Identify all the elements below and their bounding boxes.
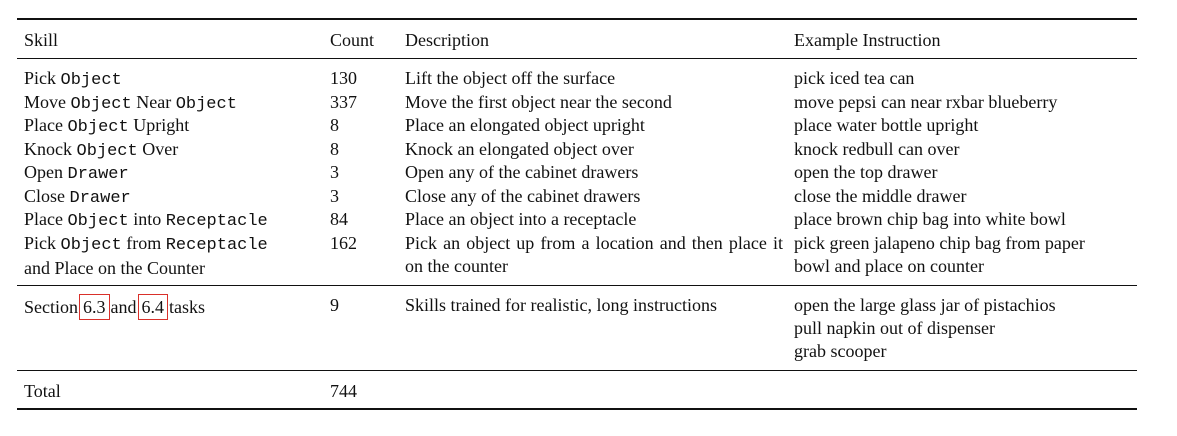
skill-text: Pick xyxy=(24,233,61,253)
description-cell: Place an object into a receptacle xyxy=(405,209,637,229)
top-rule xyxy=(17,18,1137,20)
skill-cell: Open Drawer xyxy=(24,161,129,186)
example-line-2: bowl and place on counter xyxy=(794,256,984,276)
count-cell: 337 xyxy=(330,91,357,112)
description-cell: Place an elongated object upright xyxy=(405,115,645,135)
example-cell: place brown chip bag into white bowl xyxy=(794,209,1066,229)
example-cell: pick green jalapeno chip bag from paper … xyxy=(794,232,1085,278)
skill-cell: Move Object Near Object xyxy=(24,91,237,116)
total-rule xyxy=(17,370,1137,371)
section-example-2: pull napkin out of dispenser xyxy=(794,318,995,338)
skill-cell: Place Object into Receptacle xyxy=(24,208,268,233)
skill-name-line-2: and Place on the Counter xyxy=(24,258,205,278)
header-skill: Skill xyxy=(24,30,59,50)
header-example-instruction: Example Instruction xyxy=(794,30,941,50)
example-cell: pick iced tea can xyxy=(794,68,915,88)
description-cell: Open any of the cabinet drawers xyxy=(405,162,639,182)
count-cell: 130 xyxy=(330,68,357,88)
header-description: Description xyxy=(405,30,489,50)
skill-cell: Knock Object Over xyxy=(24,138,178,163)
bottom-rule xyxy=(17,408,1137,410)
section-suffix: tasks xyxy=(169,297,205,317)
example-cell: knock redbull can over xyxy=(794,138,960,159)
code-token: Object xyxy=(60,236,122,255)
skill-text: Over xyxy=(137,138,179,159)
example-cell: open the top drawer xyxy=(794,162,938,182)
section-example-3: grab scooper xyxy=(794,341,887,361)
code-token: Object xyxy=(175,94,237,114)
count-cell: 8 xyxy=(330,138,339,159)
code-token: Object xyxy=(67,118,129,137)
code-token: Receptacle xyxy=(165,236,268,255)
skill-text: Near xyxy=(131,91,176,112)
code-token: Object xyxy=(70,94,132,114)
count-cell: 3 xyxy=(330,162,339,182)
section-description: Skills trained for realistic, long instr… xyxy=(405,295,717,315)
section-example-1: open the large glass jar of pistachios xyxy=(794,295,1056,315)
skill-text: from xyxy=(121,233,166,253)
code-token: Object xyxy=(60,71,122,90)
section-prefix: Section xyxy=(24,297,78,317)
count-cell: 3 xyxy=(330,185,339,206)
example-cell: place water bottle upright xyxy=(794,115,979,135)
example-cell: move pepsi can near rxbar blueberry xyxy=(794,91,1058,112)
code-token: Object xyxy=(67,212,129,231)
skill-text: Upright xyxy=(128,115,190,135)
total-count: 744 xyxy=(330,381,357,401)
count-cell: 8 xyxy=(330,115,339,135)
example-cell: close the middle drawer xyxy=(794,185,967,206)
skill-text: Place xyxy=(24,209,68,229)
section-ref-link-2[interactable]: 6.4 xyxy=(137,294,168,320)
section-and: and xyxy=(110,297,137,317)
description-cell: Move the first object near the second xyxy=(405,91,672,112)
section-ref-link-1[interactable]: 6.3 xyxy=(79,294,110,320)
skill-text: Knock xyxy=(24,138,77,159)
skill-text: into xyxy=(128,209,166,229)
description-cell: Knock an elongated object over xyxy=(405,138,634,159)
skill-text: Place xyxy=(24,115,68,135)
code-token: Receptacle xyxy=(165,212,268,231)
code-token: Drawer xyxy=(69,188,131,208)
count-cell: 84 xyxy=(330,209,348,229)
description-cell: Close any of the cabinet drawers xyxy=(405,185,641,206)
code-token: Drawer xyxy=(67,165,129,184)
skill-text: Move xyxy=(24,91,71,112)
skill-text: Open xyxy=(24,162,68,182)
skill-pick-from-receptacle: Pick Object from Receptacle and Place on… xyxy=(24,232,268,280)
skill-name-line-1: Pick Object from Receptacle xyxy=(24,233,268,255)
section-examples: open the large glass jar of pistachios p… xyxy=(794,294,1056,363)
count-cell: 162 xyxy=(330,233,357,253)
skill-text: Close xyxy=(24,185,70,206)
header-count: Count xyxy=(330,30,375,50)
skill-cell: Pick Object xyxy=(24,67,122,92)
total-label: Total xyxy=(24,381,61,401)
section-count: 9 xyxy=(330,295,339,315)
skill-cell: Close Drawer xyxy=(24,185,131,210)
skill-cell: Place Object Upright xyxy=(24,114,189,139)
description-cell: Pick an object up from a location and th… xyxy=(405,233,783,276)
skill-text: Pick xyxy=(24,68,61,88)
code-token: Object xyxy=(76,141,138,161)
description-cell: Lift the object off the surface xyxy=(405,68,616,88)
header-rule xyxy=(17,58,1137,59)
section-rule xyxy=(17,285,1137,286)
example-line-1: pick green jalapeno chip bag from paper xyxy=(794,233,1085,253)
